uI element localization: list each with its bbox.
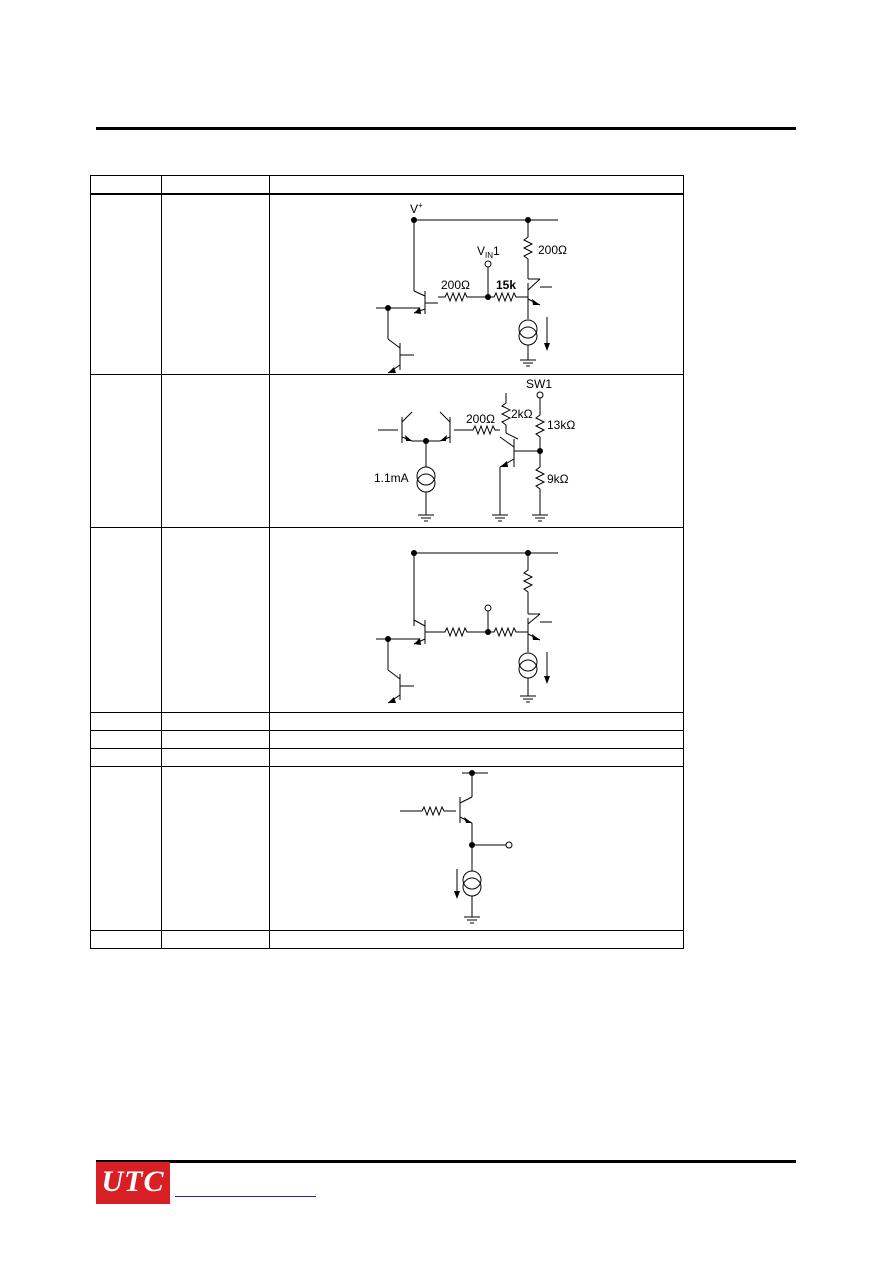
table-row (90, 748, 684, 767)
input-stage-2-schematic (376, 550, 558, 704)
r15k-label: 15k (496, 278, 516, 292)
output-stage-schematic (400, 770, 513, 924)
sw1-label: SW1 (526, 377, 552, 391)
table-row (90, 527, 684, 713)
output-stage-diagram (269, 766, 684, 931)
r200-left-label: 200Ω (441, 278, 470, 292)
r13k-label: 13kΩ (547, 418, 575, 432)
r2k-label: 2kΩ (511, 407, 533, 421)
table-row (90, 766, 684, 931)
table-row (90, 712, 684, 731)
input-stage-schematic: V+ VIN1 200Ω 200Ω 15k (376, 201, 567, 374)
switch-stage-schematic: SW1 200Ω 2kΩ 13kΩ 1.1mA 9kΩ (374, 377, 575, 522)
input-stage-2-diagram (269, 527, 684, 713)
r9k-label: 9kΩ (547, 472, 569, 486)
bottom-rule (96, 1160, 796, 1163)
header-pin (90, 175, 162, 195)
table-row (90, 930, 684, 949)
vin1-label: VIN1 (477, 244, 500, 260)
switch-stage-diagram: SW1 200Ω 2kΩ 13kΩ 1.1mA 9kΩ (269, 374, 684, 528)
table-header-row (90, 175, 684, 195)
table-row (90, 730, 684, 749)
website-link[interactable] (175, 1196, 316, 1197)
r200-label: 200Ω (466, 412, 495, 426)
vplus-label: V+ (410, 201, 423, 216)
header-description (269, 175, 684, 195)
current-label: 1.1mA (374, 471, 409, 485)
input-stage-diagram: V+ VIN1 200Ω 200Ω 15k (269, 193, 684, 375)
header-name (161, 175, 270, 195)
utc-logo: UTC (96, 1162, 170, 1204)
pin-description-table: V+ VIN1 200Ω 200Ω 15k (90, 175, 684, 949)
top-rule (96, 127, 796, 130)
table-row: SW1 200Ω 2kΩ 13kΩ 1.1mA 9kΩ (90, 374, 684, 528)
logo-text: UTC (101, 1165, 165, 1198)
table-row: V+ VIN1 200Ω 200Ω 15k (90, 193, 684, 375)
r200-top-label: 200Ω (538, 243, 567, 257)
